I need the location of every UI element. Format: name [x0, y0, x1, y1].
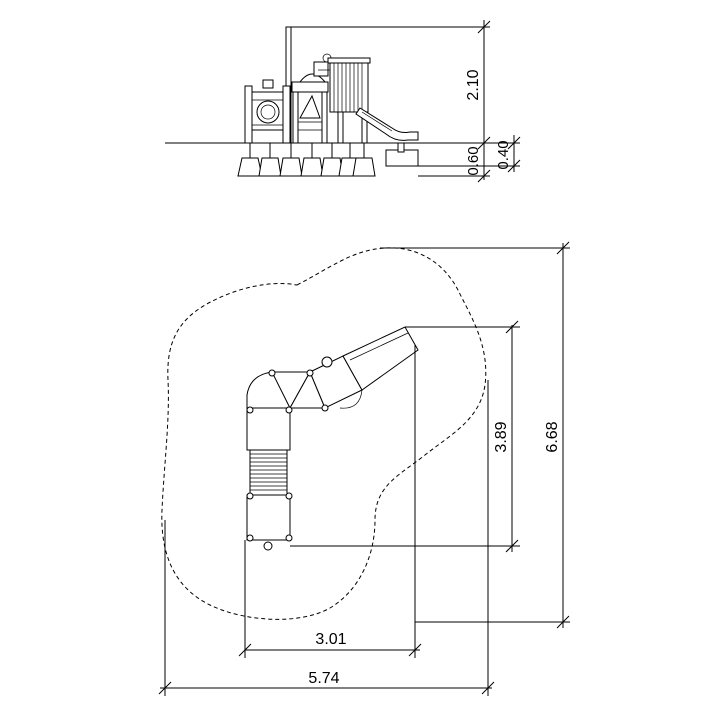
right-tower — [327, 57, 371, 144]
post — [321, 404, 329, 412]
post — [246, 406, 254, 414]
slide — [355, 107, 419, 167]
elevation-view: 2.10 0.60 0.40 — [165, 20, 521, 183]
safety-zone-outline — [161, 247, 487, 620]
dim-safety-zone-depth: 6.68 — [544, 421, 561, 452]
dim-equipment-width: 3.01 — [315, 631, 346, 648]
post — [246, 534, 254, 542]
post — [285, 534, 293, 542]
dim-safety-zone-width: 5.74 — [308, 670, 339, 687]
footings — [237, 143, 376, 177]
deck-lower — [246, 494, 291, 541]
post — [246, 492, 254, 500]
middle-tower — [291, 53, 332, 144]
left-tower — [244, 79, 291, 144]
equipment-plan — [246, 326, 419, 551]
bridge — [249, 449, 288, 496]
post — [306, 369, 314, 377]
dim-height-total: 2.10 — [465, 69, 482, 100]
post — [268, 369, 276, 377]
plan-view: 3.01 5.74 3.89 6.68 — [158, 241, 570, 696]
elevation-dimensions — [418, 20, 521, 183]
slide-plan — [342, 326, 419, 391]
dim-footing-depth: 0.60 — [465, 146, 482, 175]
post — [285, 492, 293, 500]
dim-equipment-depth: 3.89 — [493, 421, 510, 452]
post — [321, 356, 333, 368]
post — [285, 406, 293, 414]
deck-middle — [246, 407, 291, 451]
post — [263, 541, 273, 551]
plan-dimensions — [158, 241, 570, 696]
dim-slide-footing: 0.40 — [495, 140, 512, 169]
